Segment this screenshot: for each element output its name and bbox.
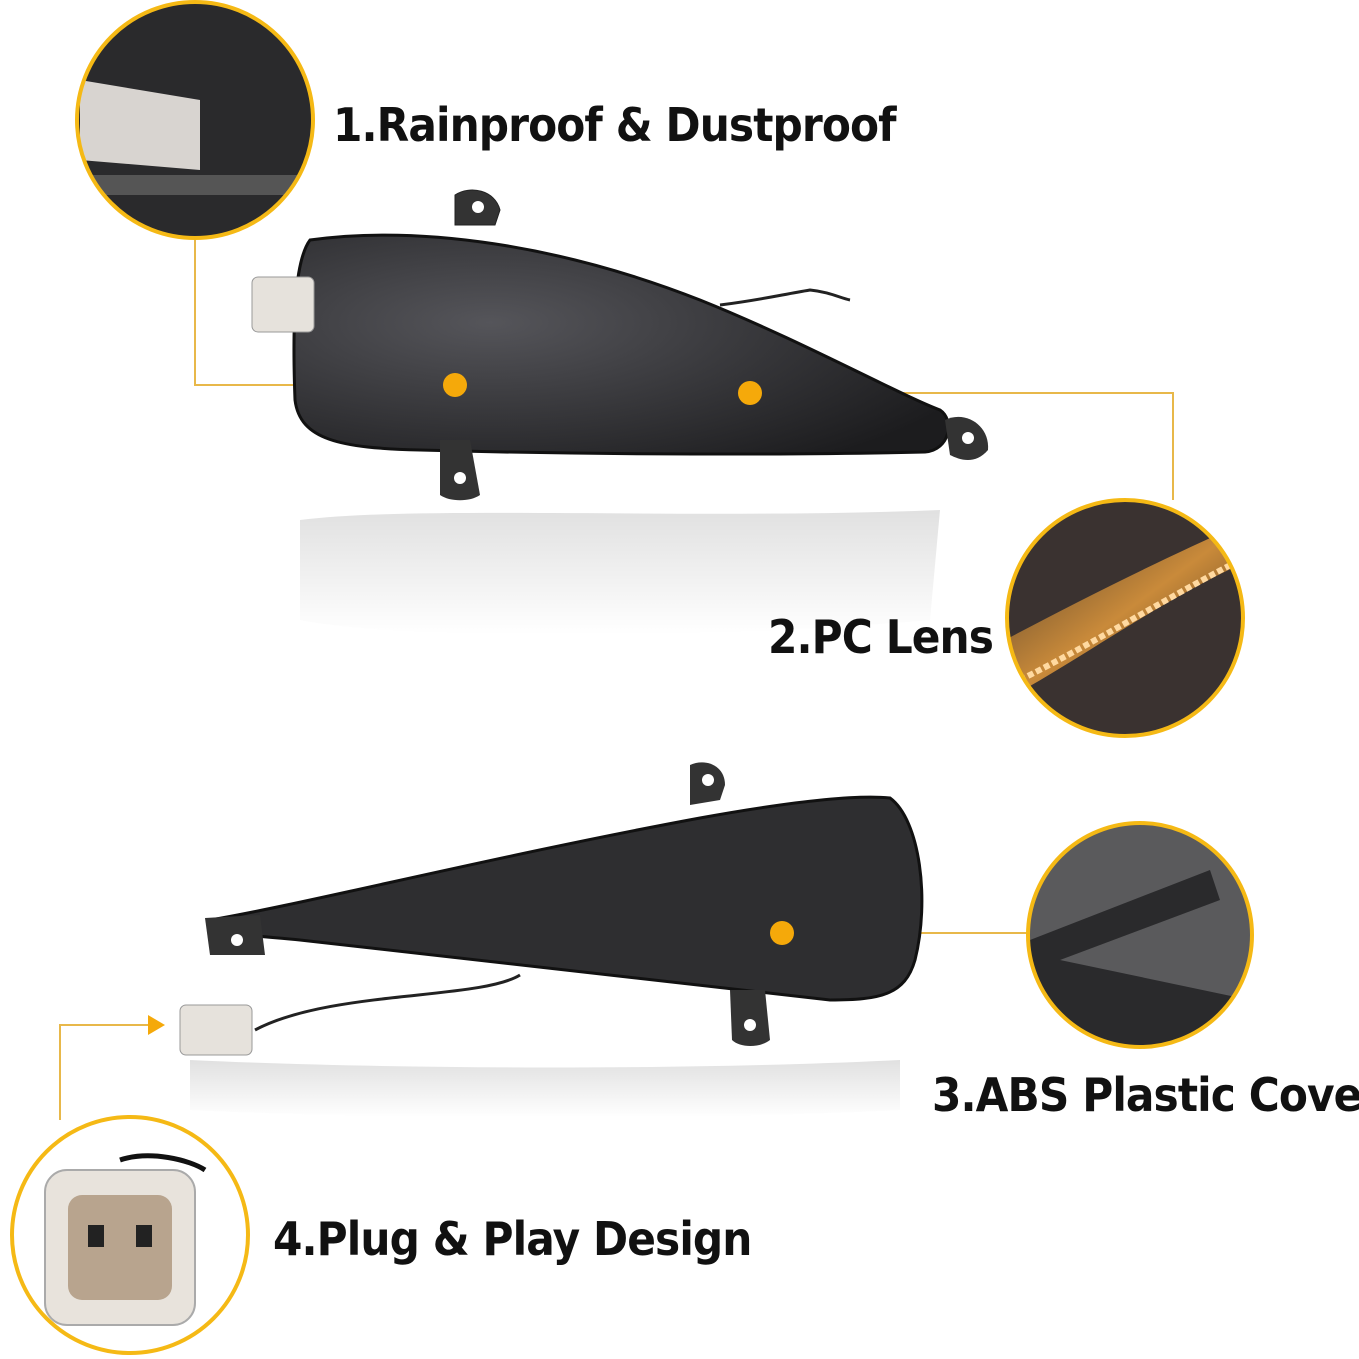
feature-label-plug-play: 4.Plug & Play Design — [273, 1212, 752, 1266]
callout-dot — [770, 921, 794, 945]
top-housing — [251, 189, 989, 635]
bottom-housing — [179, 762, 924, 1118]
feature-label-rainproof: 1.Rainproof & Dustproof — [333, 98, 897, 152]
zoom-circle-pc-lens — [1005, 498, 1245, 738]
feature-label-pc-lens: 2.PC Lens — [768, 610, 994, 664]
zoom-circle-plug — [10, 1115, 250, 1355]
callout-dot — [443, 373, 467, 397]
arrow-right-icon — [148, 1015, 165, 1035]
feature-label-abs-cover: 3.ABS Plastic Cover — [932, 1068, 1359, 1122]
zoom-circle-rainproof — [75, 0, 315, 240]
zoom-circle-abs-cover — [1026, 821, 1254, 1049]
callout-dot — [738, 381, 762, 405]
callout-dots — [443, 373, 794, 945]
